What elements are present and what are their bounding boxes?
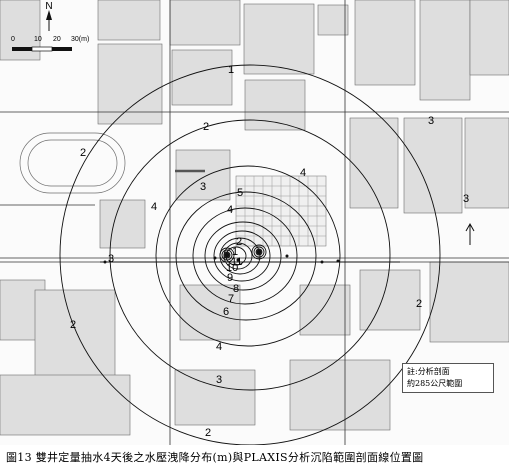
scale-bar: 0 10 20 30(m) <box>8 35 98 57</box>
well-east <box>256 249 262 255</box>
section-arrow <box>465 222 475 245</box>
contour-label: 9 <box>227 272 233 284</box>
contour-ring-7 <box>213 230 271 282</box>
note-line-2: 約285公尺範圍 <box>407 379 463 388</box>
contour-label: 3 <box>463 193 469 205</box>
drawdown-contours <box>59 64 441 445</box>
note-line-1: 註:分析剖面 <box>407 367 450 376</box>
contour-label: 4 <box>227 204 233 216</box>
contour-label: 2 <box>70 319 76 331</box>
contour-label: 7 <box>228 293 234 305</box>
building-blocks <box>0 0 509 436</box>
well-west <box>224 252 230 258</box>
well-ring <box>251 244 267 260</box>
contour-label: 10 <box>226 262 238 274</box>
well-ring <box>221 249 233 261</box>
central-grid <box>235 175 327 247</box>
contour-label: 6 <box>223 306 229 318</box>
contour-label: 2 <box>236 236 242 248</box>
well-ring <box>253 246 265 258</box>
contour-ring-5 <box>192 207 298 305</box>
scale-tick-0: 0 <box>11 36 15 43</box>
contour-label: 11 <box>231 256 242 268</box>
scale-bar-graphic <box>12 46 72 52</box>
contour-label: 3 <box>216 374 222 386</box>
north-arrow-icon <box>46 10 52 20</box>
scale-tick-30: 30(m) <box>71 36 90 43</box>
contour-ring-2 <box>109 119 391 391</box>
contour-label: 8 <box>233 283 239 295</box>
north-arrow: N <box>45 1 53 31</box>
contour-label: 2 <box>205 427 211 439</box>
contour-label: 2 <box>80 147 86 159</box>
contour-label: 5 <box>237 187 243 199</box>
contour-label: 2 <box>416 298 422 310</box>
scale-tick-10: 10 <box>34 36 42 43</box>
scale-tick-20: 20 <box>53 36 61 43</box>
contour-ring-1 <box>59 64 441 445</box>
contour-label: 4 <box>151 201 157 213</box>
north-label: N <box>45 1 52 12</box>
contour-label: 3 <box>108 253 114 265</box>
well-ring <box>255 248 263 256</box>
contour-ring-6 <box>204 221 282 291</box>
contour-label: 3 <box>200 181 206 193</box>
contour-ring-4 <box>175 191 317 321</box>
contour-label: 2 <box>203 121 209 133</box>
well-ring <box>223 251 231 259</box>
contour-ring-3 <box>155 165 341 347</box>
contour-label: 3 <box>428 115 434 127</box>
contour-label: 4 <box>216 341 222 353</box>
contour-label: 1 <box>228 64 234 76</box>
contour-label: 4 <box>300 167 306 179</box>
contour-label: 1 <box>232 246 238 258</box>
figure-caption: 圖13 雙井定量抽水4天後之水壓洩降分布(m)與PLAXIS分析沉陷範圍剖面線位… <box>6 451 424 464</box>
note-box: 註:分析剖面 約285公尺範圍 <box>402 363 494 393</box>
